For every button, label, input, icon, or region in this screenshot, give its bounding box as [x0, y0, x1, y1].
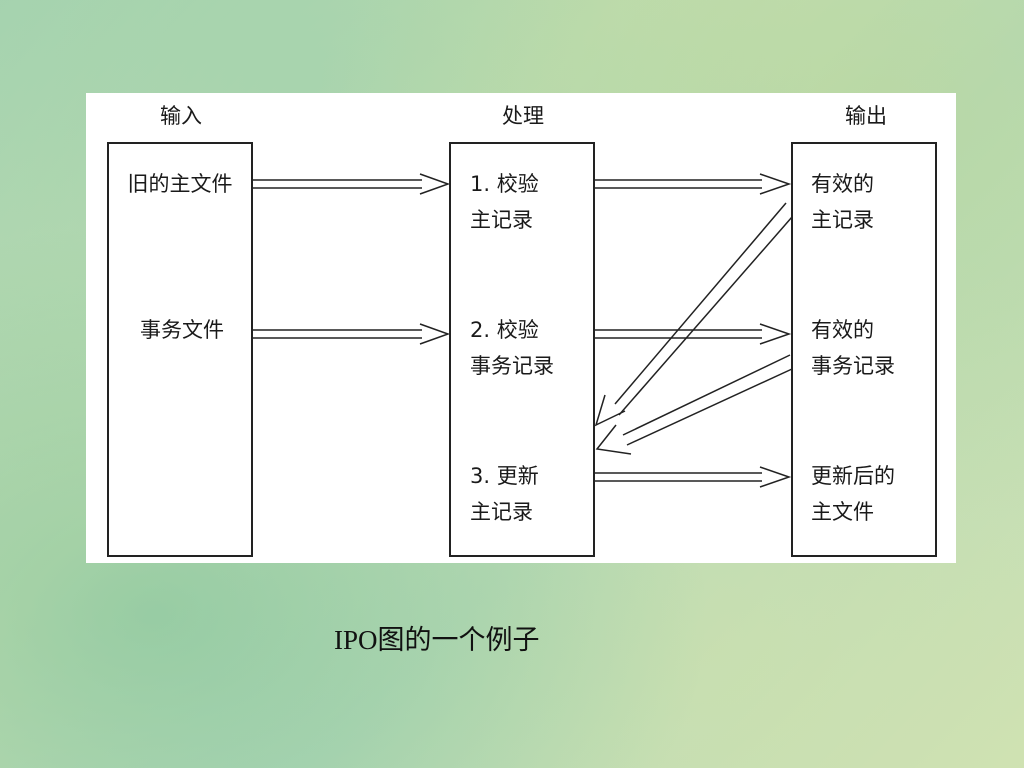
output-column-box [791, 142, 937, 557]
input-column-box [107, 142, 253, 557]
output-1-line-2: 主记录 [811, 208, 874, 232]
process-3-line-2: 主记录 [470, 500, 533, 524]
output-3-line-1: 更新后的 [811, 464, 895, 488]
column-header-process: 处理 [502, 104, 544, 128]
output-2-line-2: 事务记录 [811, 354, 895, 378]
arrow-valid-master-to-process-3 [594, 202, 793, 427]
input-item-transaction-file: 事务文件 [140, 318, 224, 342]
figure-caption: IPO图的一个例子 [334, 625, 540, 655]
arrow-old-master-to-process-1 [252, 173, 451, 195]
arrow-process-2-to-valid-transaction [594, 323, 792, 345]
arrow-process-1-to-valid-master [594, 173, 792, 195]
ipo-diagram-svg: 输入 处理 输出 旧的主文件 事务文件 1. 校验 主记录 2. 校验 事务记录… [107, 104, 937, 557]
process-1-line-1: 1. 校验 [470, 172, 539, 196]
process-2-line-2: 事务记录 [470, 354, 554, 378]
column-header-input: 输入 [160, 104, 202, 128]
ipo-diagram: 输入 处理 输出 旧的主文件 事务文件 1. 校验 主记录 2. 校验 事务记录… [86, 93, 956, 563]
process-2-line-1: 2. 校验 [470, 318, 539, 342]
output-1-line-1: 有效的 [811, 172, 874, 196]
output-2-line-1: 有效的 [811, 318, 874, 342]
arrow-valid-transaction-to-process-3 [595, 354, 793, 455]
input-item-old-master-file: 旧的主文件 [128, 172, 233, 196]
process-column-box [449, 142, 595, 557]
process-3-line-1: 3. 更新 [470, 464, 539, 488]
process-1-line-2: 主记录 [470, 208, 533, 232]
arrow-process-3-to-updated-master [594, 466, 792, 488]
column-header-output: 输出 [845, 104, 887, 128]
output-3-line-2: 主文件 [811, 500, 874, 524]
arrow-transaction-to-process-2 [252, 323, 451, 345]
